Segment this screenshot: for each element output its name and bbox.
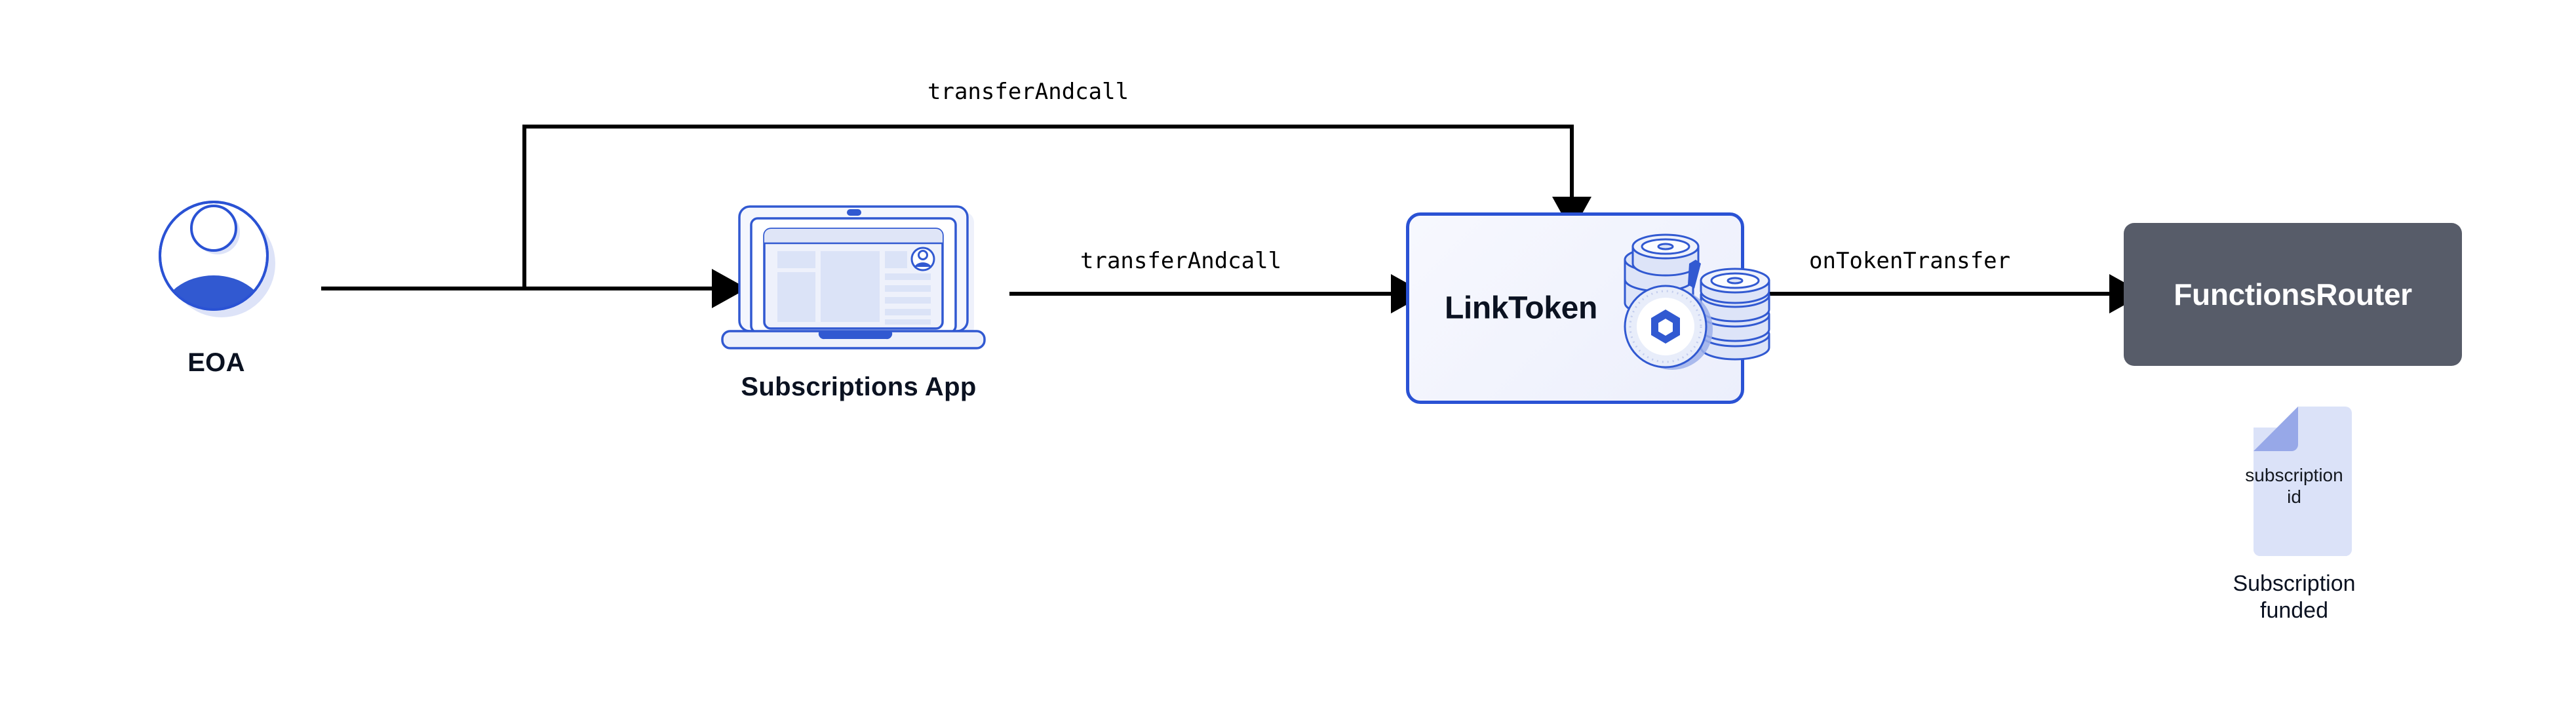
node-eoa-label: EOA xyxy=(187,348,245,377)
edge-top-transferandcall xyxy=(522,125,1591,289)
subscription-funded-caption: Subscription funded xyxy=(2233,571,2356,623)
subscription-id-text: subscription id xyxy=(2245,465,2343,508)
node-linktoken-label: LinkToken xyxy=(1445,290,1597,326)
laptop-icon xyxy=(721,205,986,349)
edge-label-top-transferandcall: transferAndcall xyxy=(927,79,1129,105)
link-coin-stack-icon xyxy=(1603,229,1793,393)
edge-label-ontokentransfer: onTokenTransfer xyxy=(1809,248,2011,274)
user-avatar-icon xyxy=(159,201,275,317)
app-avatar-icon xyxy=(910,247,935,271)
node-subscriptions-app-label: Subscriptions App xyxy=(741,372,977,401)
node-functions-router-label: FunctionsRouter xyxy=(2174,277,2412,311)
edge-label-mid-transferandcall: transferAndcall xyxy=(1080,248,1282,274)
node-functions-router: FunctionsRouter xyxy=(2124,223,2462,366)
file-document-icon xyxy=(2254,407,2352,556)
node-subscriptions-app: Subscriptions App xyxy=(714,193,1003,402)
node-eoa: EOA xyxy=(105,197,328,378)
node-subscription-document: subscription id Subscription funded xyxy=(2202,393,2386,623)
